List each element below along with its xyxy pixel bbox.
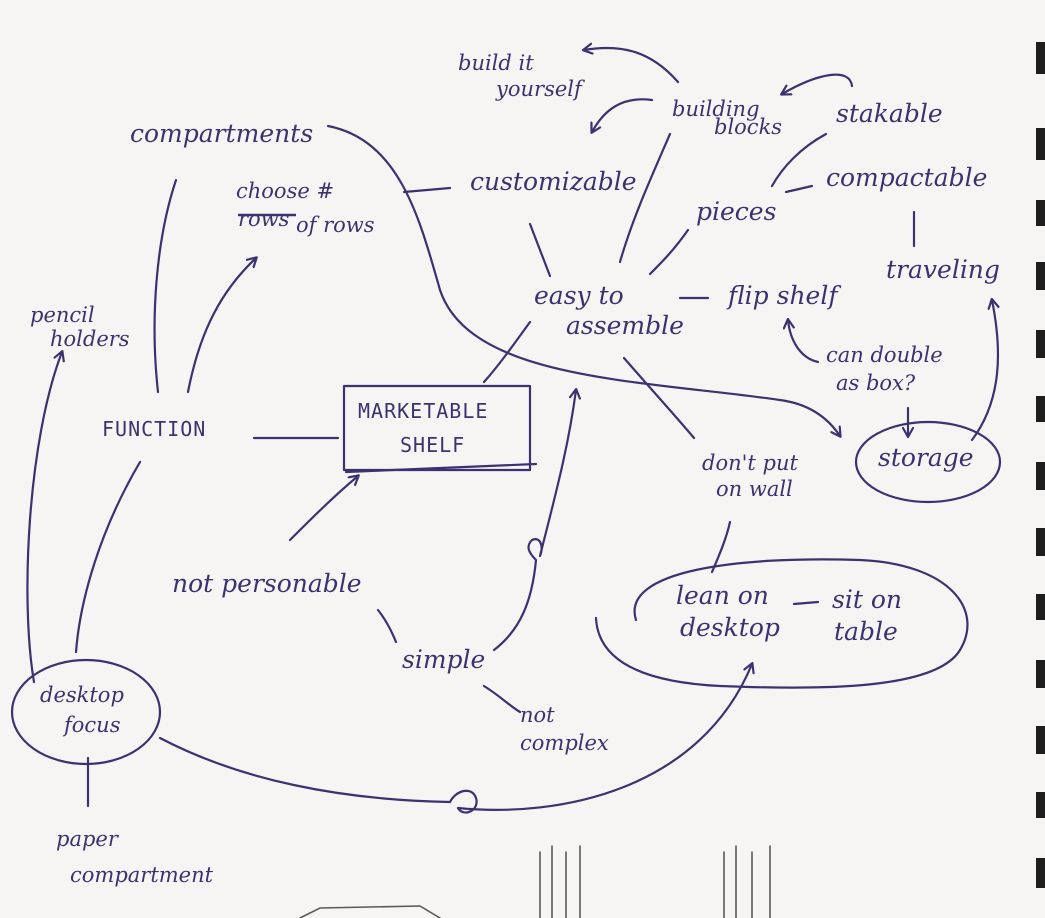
connectors (26, 48, 998, 814)
node-can-double-as-box: can double as box? (826, 343, 949, 395)
node-lean-on-desktop: lean on desktop (676, 581, 780, 642)
node-dont-put-on-wall: don't put on wall (702, 451, 805, 501)
node-choose-rows-rest: of rows (296, 213, 375, 237)
marketable-shelf-box (342, 384, 532, 472)
node-not-complex: not complex (520, 703, 609, 755)
node-easy-to-assemble: easy to assemble (534, 281, 684, 340)
node-compartments: compartments (130, 119, 313, 148)
node-build-it-yourself: build it yourself (458, 51, 585, 101)
node-storage: storage (878, 443, 974, 472)
storage-oval (854, 420, 1002, 504)
node-choose-rows-line1: choose # (236, 179, 334, 203)
node-paper-compartment: paper compartment (56, 827, 214, 887)
node-function: FUNCTION (102, 417, 206, 441)
node-pencil-holders: pencil holders (30, 303, 130, 351)
node-pieces: pieces (696, 197, 776, 226)
node-stackable: stakable (836, 99, 943, 128)
node-simple: simple (402, 645, 485, 674)
desktop-focus-oval (10, 658, 162, 766)
node-not-personable: not personable (172, 569, 362, 598)
bottom-sketches (299, 845, 771, 918)
notebook-binding (1036, 42, 1045, 888)
node-compactable: compactable (826, 163, 987, 192)
node-building-blocks: building blocks (672, 97, 782, 139)
node-marketable-shelf: MARKETABLE SHELF (358, 399, 501, 457)
node-sit-on-table: sit on table (832, 585, 910, 646)
node-flip-shelf: flip shelf (726, 281, 841, 310)
node-choose-rows-struck: rows (238, 207, 290, 231)
node-traveling: traveling (886, 255, 1000, 284)
node-customizable: customizable (470, 167, 637, 196)
lean-on-oval (594, 558, 969, 689)
node-desktop-focus: desktop focus (40, 683, 131, 737)
